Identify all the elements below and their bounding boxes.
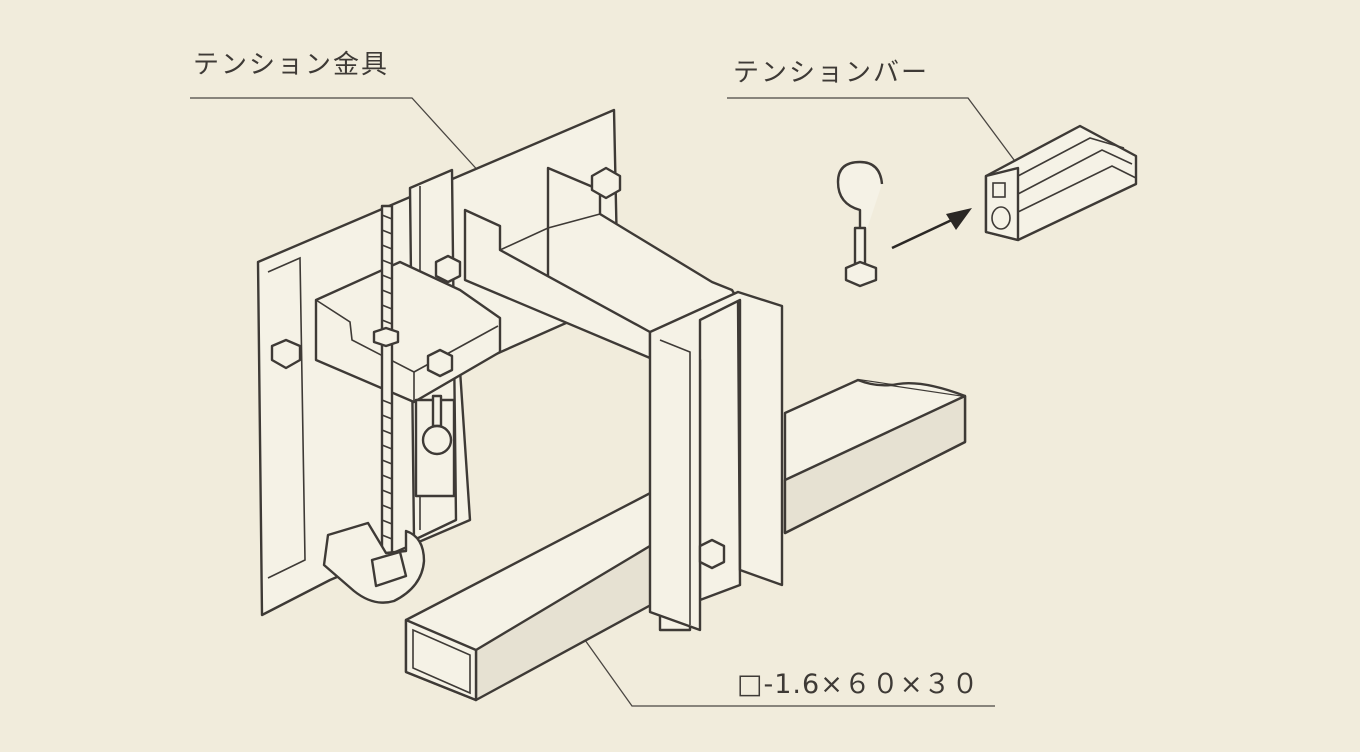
bolt-top [590, 166, 622, 200]
pipe-end-hole [412, 628, 471, 695]
label-tension-bar: テンションバー [733, 58, 930, 88]
bar-line-3 [1017, 165, 1137, 213]
eye-shank [431, 394, 443, 428]
eye-ring [421, 424, 453, 456]
leader-pipe [564, 611, 995, 707]
bar-channel [991, 206, 1011, 230]
clamp-back-edge [499, 213, 601, 251]
bar-slot [992, 182, 1006, 198]
rod-threads [381, 214, 393, 540]
bar-line-1 [1017, 137, 1125, 177]
pipe-end-face [404, 618, 478, 702]
bolt-front [698, 538, 726, 570]
tension-bar [984, 124, 1138, 242]
label-tension-fitting: テンション金具 [193, 50, 390, 80]
bolt-left [270, 338, 302, 370]
arrow-shaft [891, 216, 957, 250]
arrow [891, 208, 972, 250]
rod-bracket-body [314, 260, 502, 404]
arrow-head [946, 208, 972, 230]
hook-nut-hex [844, 260, 878, 288]
clamp-front-plate [648, 290, 784, 632]
rod-nut [372, 326, 400, 348]
leader-lines [190, 97, 1021, 707]
bottom-hook [322, 521, 426, 604]
rod-bracket-fold [315, 299, 415, 402]
leader-bar [727, 97, 1021, 169]
hook-curve [836, 160, 884, 250]
clamp-inner-edge [659, 339, 691, 625]
u-clamp-box [463, 166, 784, 632]
label-pipe-spec: □-1.6×６０×３０ [737, 669, 980, 700]
pipe-far-side [783, 394, 967, 535]
bolt-clamp [426, 348, 454, 378]
eye-bolt [414, 394, 456, 498]
bolts [270, 166, 726, 570]
hook-nut [370, 550, 408, 588]
bolt-bracket [434, 254, 462, 284]
bar-line-2 [1017, 149, 1133, 195]
rectangular-pipe [404, 378, 967, 702]
rod-bracket [314, 260, 502, 404]
back-plate-flange [267, 256, 306, 579]
pipe-break-edge [857, 378, 966, 398]
hook-screw [836, 160, 884, 288]
threaded-rod [380, 204, 394, 578]
leader-fitting [190, 97, 483, 176]
